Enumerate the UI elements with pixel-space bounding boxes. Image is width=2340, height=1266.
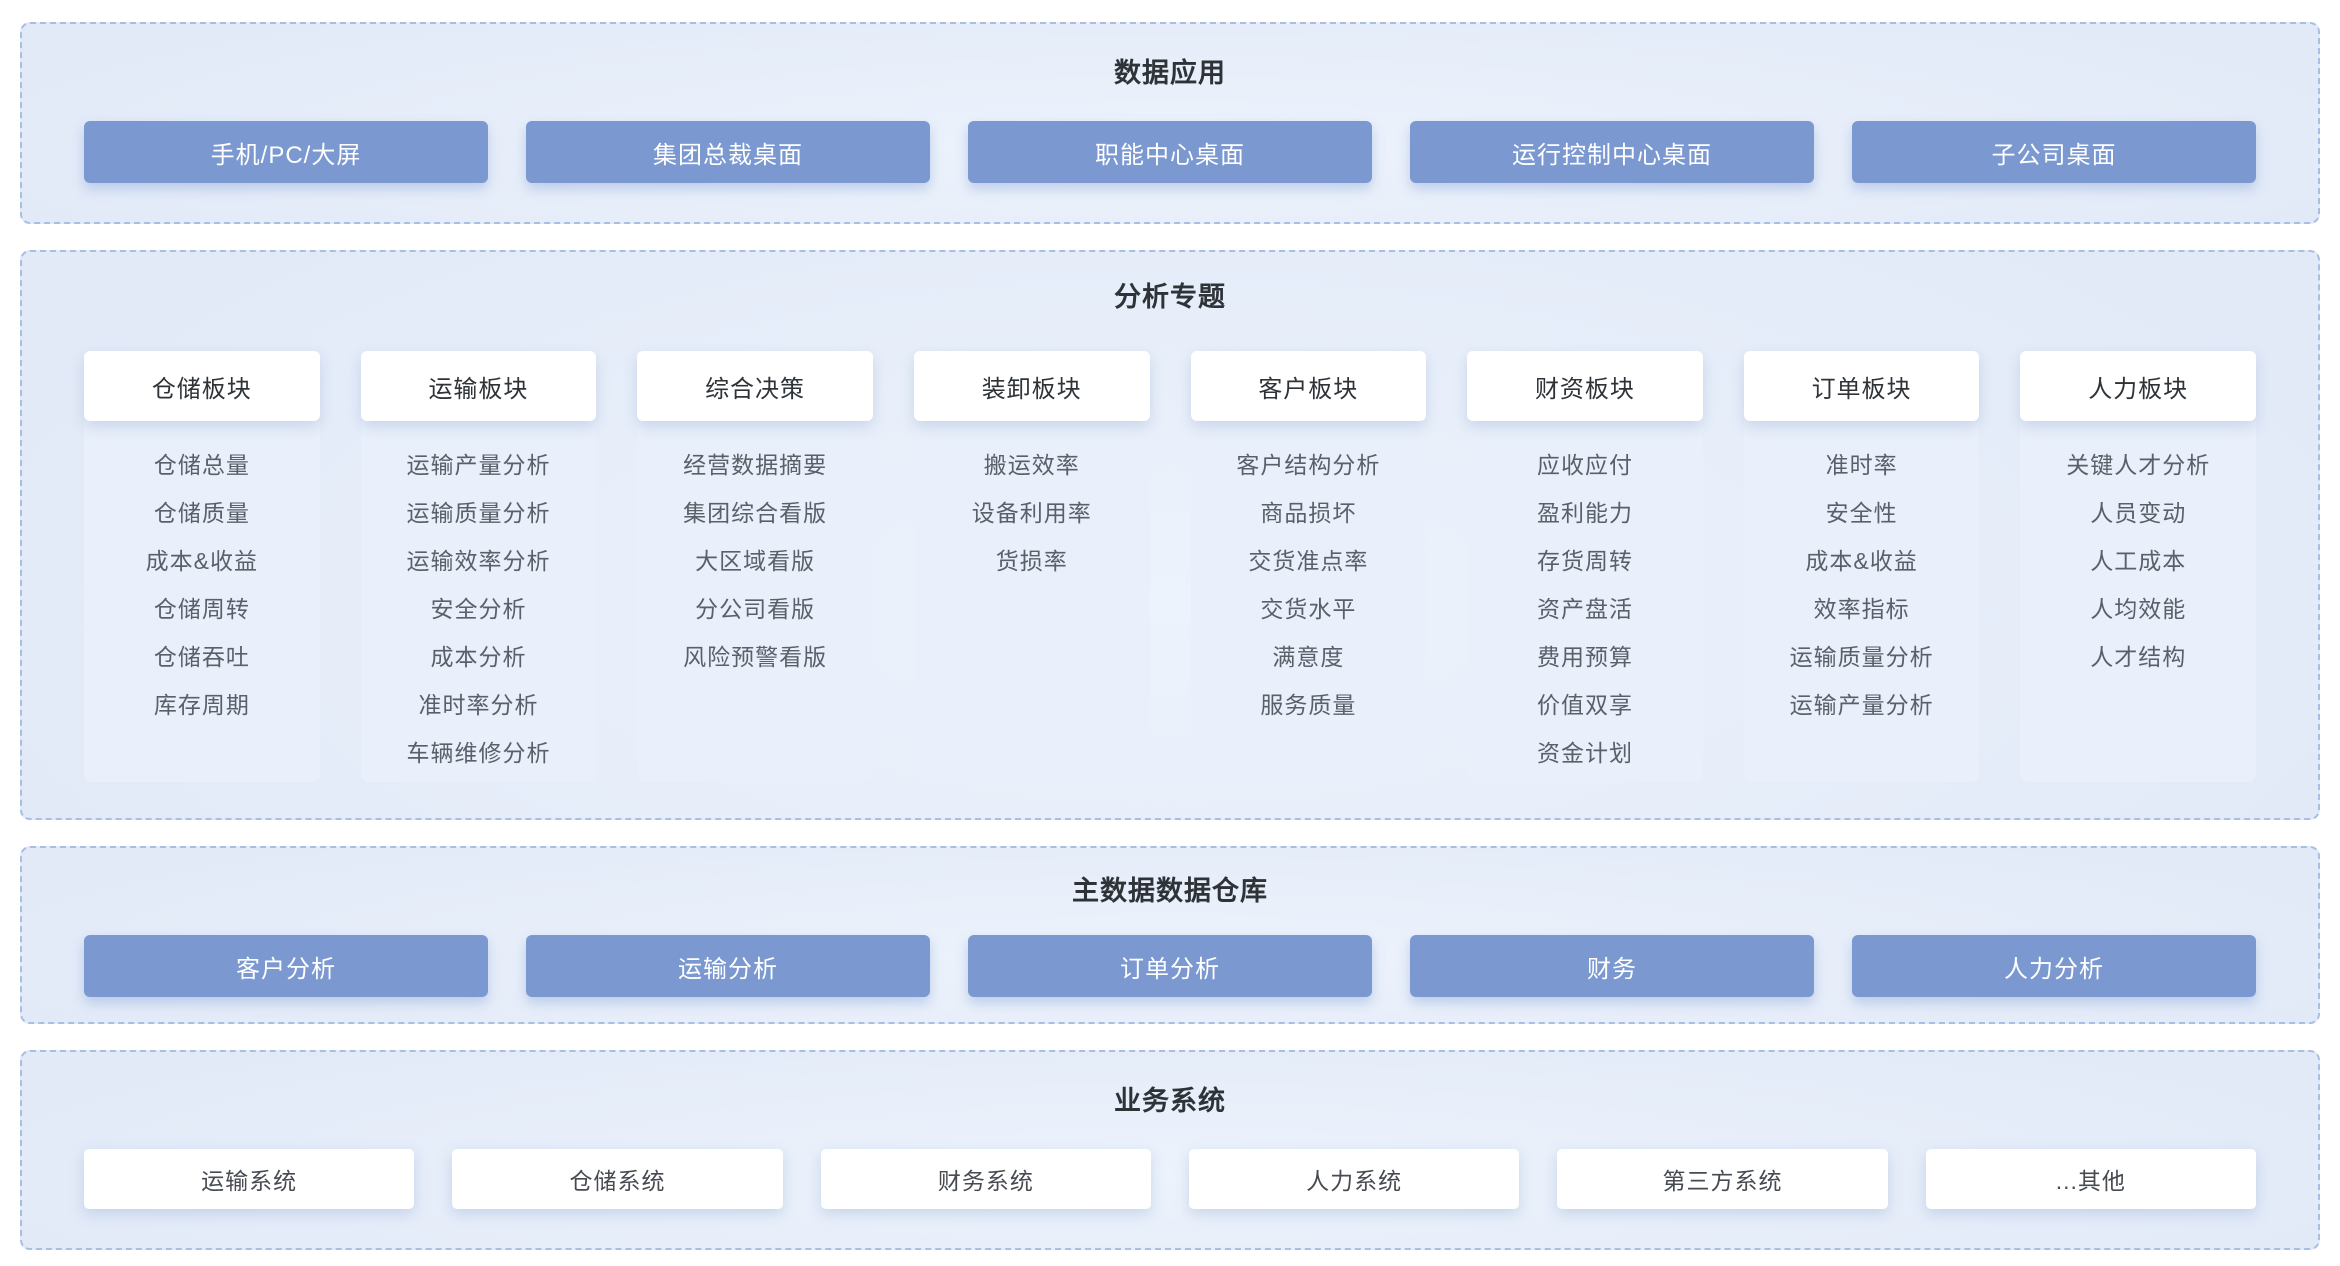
warehouse-analysis-node[interactable]: 订单分析 [968,935,1372,997]
analysis-column-item: 大区域看版 [695,548,816,574]
analysis-column-item: 商品损坏 [1260,500,1357,526]
analysis-column: 运输板块运输产量分析运输质量分析运输效率分析安全分析成本分析准时率分析车辆维修分… [360,351,597,782]
data-application-node[interactable]: 子公司桌面 [1852,121,2256,183]
analysis-column-item: 运输产量分析 [406,452,551,478]
analysis-column-header: 订单板块 [1743,351,1980,421]
analysis-column-item: 价值双享 [1536,692,1633,718]
analysis-column-item: 成本&收益 [145,548,258,574]
data-application-node[interactable]: 运行控制中心桌面 [1410,121,1814,183]
analysis-column-item: 交货准点率 [1248,548,1369,574]
analysis-column-item: 车辆维修分析 [406,740,551,766]
analysis-column-header: 客户板块 [1190,351,1427,421]
analysis-column-header: 人力板块 [2020,351,2256,421]
analysis-columns: 仓储板块仓储总量仓储质量成本&收益仓储周转仓储吞吐库存周期运输板块运输产量分析运… [84,351,2256,782]
analysis-column-item: 设备利用率 [971,500,1092,526]
business-system-node[interactable]: 第三方系统 [1557,1149,1888,1209]
analysis-column-item: 仓储周转 [153,596,250,622]
data-applications-title: 数据应用 [1114,58,1226,88]
analysis-column-item: 库存周期 [153,692,250,718]
data-application-node[interactable]: 集团总裁桌面 [526,121,930,183]
analysis-column-item: 成本&收益 [1805,548,1918,574]
section-data-applications: 数据应用 手机/PC/大屏集团总裁桌面职能中心桌面运行控制中心桌面子公司桌面 [20,22,2320,224]
business-system-node[interactable]: 运输系统 [84,1149,415,1209]
analysis-column-item: 效率指标 [1813,596,1910,622]
analysis-column-item: 集团综合看版 [683,500,828,526]
analysis-column-item: 搬运效率 [983,452,1080,478]
analysis-column-body: 应收应付盈利能力存货周转资产盘活费用预算价值双享资金计划 [1467,421,1703,782]
data-application-node[interactable]: 手机/PC/大屏 [84,121,488,183]
analysis-topics-title: 分析专题 [1114,282,1226,312]
analysis-column-header: 综合决策 [637,351,873,421]
analysis-column-body: 搬运效率设备利用率货损率 [913,421,1150,782]
business-system-node[interactable]: 人力系统 [1188,1149,1520,1209]
analysis-column: 装卸板块搬运效率设备利用率货损率 [913,351,1150,782]
section-master-data-warehouse: 主数据数据仓库 客户分析运输分析订单分析财务人力分析 [20,846,2320,1024]
analysis-column-item: 安全分析 [430,596,527,622]
section-analysis-topics: 分析专题 仓储板块仓储总量仓储质量成本&收益仓储周转仓储吞吐库存周期运输板块运输… [20,250,2320,820]
analysis-column-item: 费用预算 [1536,644,1633,670]
analysis-column-item: 仓储吞吐 [153,644,250,670]
analysis-column: 客户板块客户结构分析商品损坏交货准点率交货水平满意度服务质量 [1190,351,1427,782]
master-data-warehouse-title: 主数据数据仓库 [1072,876,1268,906]
analysis-column-item: 准时率 [1825,452,1898,478]
analysis-column: 财资板块应收应付盈利能力存货周转资产盘活费用预算价值双享资金计划 [1467,351,1703,782]
analysis-column-body: 经营数据摘要集团综合看版大区域看版分公司看版风险预警看版 [637,421,873,782]
analysis-column-item: 运输质量分析 [406,500,551,526]
analysis-column-header: 运输板块 [360,351,597,421]
warehouse-button-row: 客户分析运输分析订单分析财务人力分析 [84,935,2256,997]
analysis-column-body: 运输产量分析运输质量分析运输效率分析安全分析成本分析准时率分析车辆维修分析 [360,421,597,782]
business-system-node[interactable]: 仓储系统 [452,1149,783,1209]
analysis-column-item: 准时率分析 [418,692,539,718]
business-systems-button-row: 运输系统仓储系统财务系统人力系统第三方系统 ...其他 [84,1149,2256,1209]
analysis-column: 人力板块关键人才分析人员变动人工成本人均效能人才结构 [2020,351,2256,782]
analysis-column-item: 安全性 [1825,500,1898,526]
analysis-column: 仓储板块仓储总量仓储质量成本&收益仓储周转仓储吞吐库存周期 [84,351,320,782]
data-applications-button-row: 手机/PC/大屏集团总裁桌面职能中心桌面运行控制中心桌面子公司桌面 [84,121,2256,183]
analysis-column-header: 财资板块 [1467,351,1703,421]
analysis-column-item: 人工成本 [2090,548,2187,574]
analysis-column-item: 盈利能力 [1536,500,1633,526]
analysis-column-item: 人才结构 [2090,644,2187,670]
business-systems-title: 业务系统 [1114,1086,1226,1116]
analysis-column-item: 人均效能 [2090,596,2187,622]
analysis-column-item: 仓储质量 [153,500,250,526]
business-system-node[interactable]: 财务系统 [820,1149,1151,1209]
analysis-column-header: 仓储板块 [84,351,320,421]
analysis-column-body: 准时率安全性成本&收益效率指标运输质量分析运输产量分析 [1743,421,1980,782]
analysis-column-item: 存货周转 [1536,548,1633,574]
analysis-column-item: 货损率 [995,548,1068,574]
analysis-column-item: 运输质量分析 [1789,644,1934,670]
warehouse-analysis-node[interactable]: 财务 [1410,935,1814,997]
analysis-column-item: 满意度 [1272,644,1345,670]
business-system-node[interactable]: ...其他 [1925,1149,2256,1209]
section-business-systems: 业务系统 运输系统仓储系统财务系统人力系统第三方系统 ...其他 [20,1050,2320,1250]
analysis-column-item: 交货水平 [1260,596,1357,622]
analysis-column-item: 成本分析 [430,644,527,670]
warehouse-analysis-node[interactable]: 运输分析 [526,935,930,997]
warehouse-analysis-node[interactable]: 客户分析 [84,935,488,997]
analysis-column-item: 资产盘活 [1536,596,1633,622]
analysis-column: 综合决策经营数据摘要集团综合看版大区域看版分公司看版风险预警看版 [637,351,873,782]
analysis-column-item: 人员变动 [2090,500,2187,526]
analysis-column-item: 分公司看版 [695,596,816,622]
analysis-column: 订单板块准时率安全性成本&收益效率指标运输质量分析运输产量分析 [1743,351,1980,782]
analysis-column-item: 运输效率分析 [406,548,551,574]
analysis-column-item: 风险预警看版 [683,644,828,670]
analysis-column-body: 客户结构分析商品损坏交货准点率交货水平满意度服务质量 [1190,421,1427,782]
analysis-column-item: 客户结构分析 [1236,452,1381,478]
analysis-column-body: 关键人才分析人员变动人工成本人均效能人才结构 [2020,421,2256,782]
analysis-column-item: 经营数据摘要 [683,452,828,478]
analysis-column-body: 仓储总量仓储质量成本&收益仓储周转仓储吞吐库存周期 [84,421,320,782]
analysis-column-item: 资金计划 [1536,740,1633,766]
analysis-column-header: 装卸板块 [913,351,1150,421]
analysis-column-item: 运输产量分析 [1789,692,1934,718]
analysis-column-item: 应收应付 [1536,452,1633,478]
analysis-column-item: 服务质量 [1260,692,1357,718]
analysis-column-item: 仓储总量 [153,452,250,478]
data-application-node[interactable]: 职能中心桌面 [968,121,1372,183]
warehouse-analysis-node[interactable]: 人力分析 [1852,935,2256,997]
analysis-column-item: 关键人才分析 [2066,452,2211,478]
